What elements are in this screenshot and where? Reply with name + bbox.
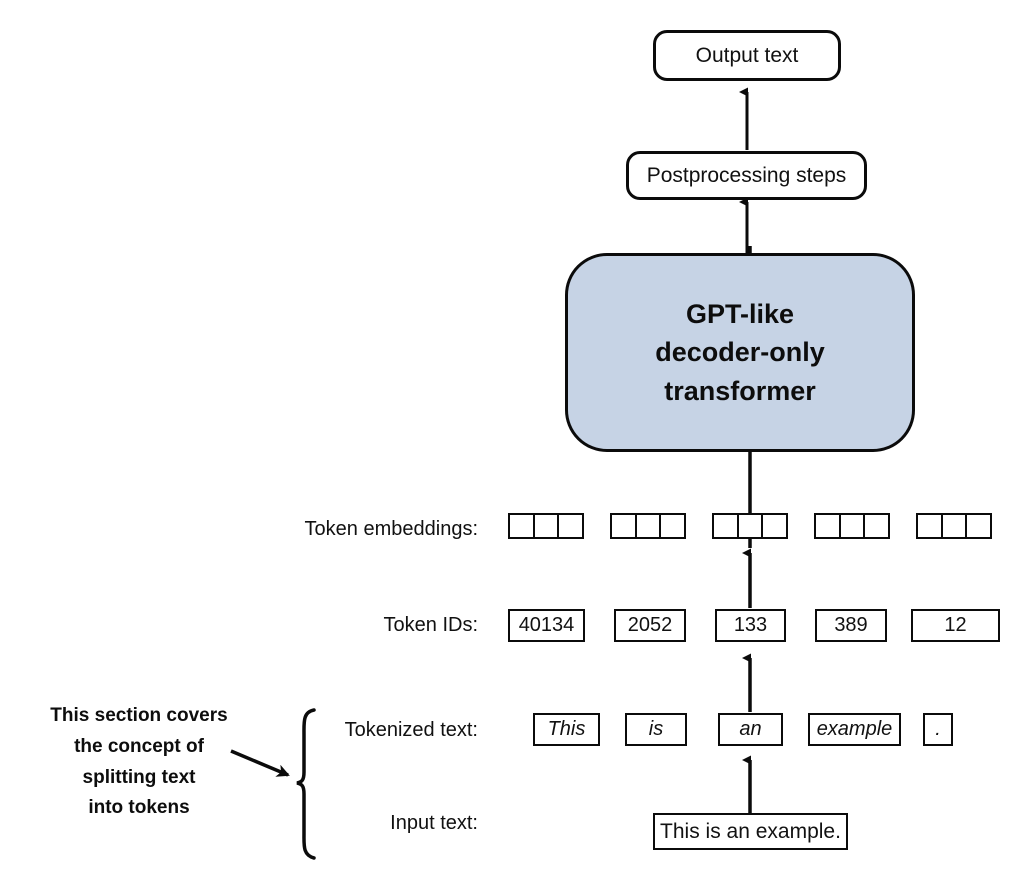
section-annotation: This section covers the concept of split… xyxy=(30,701,248,824)
token-embedding-group xyxy=(814,513,890,539)
token-embeddings-label: Token embeddings: xyxy=(304,518,478,540)
transformer-label-line-2: decoder-only xyxy=(655,337,825,368)
output-text-box: Output text xyxy=(653,30,841,81)
token-id-box: 12 xyxy=(911,609,1000,642)
token-id-value: 2052 xyxy=(627,614,673,636)
input-text-label: Input text: xyxy=(390,812,478,834)
annotation-line-2: the concept of xyxy=(74,735,204,757)
token-text-box: is xyxy=(625,713,687,746)
annotation-line-1: This section covers xyxy=(50,705,228,726)
input-text-value: This is an example. xyxy=(660,819,841,843)
token-id-box: 389 xyxy=(815,609,887,642)
token-text-box: example xyxy=(808,713,901,746)
tokenized-text-label: Tokenized text: xyxy=(344,719,478,741)
token-embedding-group xyxy=(916,513,992,539)
annotation-line-3: splitting text xyxy=(82,766,196,788)
transformer-label-line-3: transformer xyxy=(664,375,816,406)
embedding-cell xyxy=(508,513,535,539)
output-text-label: Output text xyxy=(695,43,799,67)
token-embedding-group xyxy=(508,513,584,539)
embedding-cell xyxy=(940,513,968,539)
transformer-label: GPT-like decoder-only transformer xyxy=(655,295,825,410)
gpt-transformer-box: GPT-like decoder-only transformer xyxy=(565,253,915,452)
token-text-value: . xyxy=(935,718,941,740)
token-text-value: is xyxy=(648,718,664,740)
embedding-cell xyxy=(814,513,841,539)
token-ids-label: Token IDs: xyxy=(383,614,478,636)
embedding-cell xyxy=(557,513,584,539)
token-text-value: example xyxy=(816,718,893,740)
embedding-cell xyxy=(863,513,890,539)
token-embedding-group xyxy=(610,513,686,539)
token-text-box: This xyxy=(533,713,600,746)
token-id-value: 133 xyxy=(733,614,768,636)
input-text-box: This is an example. xyxy=(653,813,848,850)
token-embedding-group xyxy=(712,513,788,539)
postprocessing-label: Postprocessing steps xyxy=(646,163,847,187)
embedding-cell xyxy=(965,513,992,539)
embedding-cell xyxy=(610,513,637,539)
token-id-value: 12 xyxy=(944,614,967,636)
embedding-cell xyxy=(761,513,788,539)
embedding-cell xyxy=(532,513,560,539)
embedding-cell xyxy=(838,513,866,539)
embedding-cell xyxy=(659,513,686,539)
embedding-cell xyxy=(634,513,662,539)
token-id-box: 2052 xyxy=(614,609,686,642)
token-id-value: 389 xyxy=(834,614,868,636)
transformer-label-line-1: GPT-like xyxy=(685,299,795,329)
token-text-box: an xyxy=(718,713,783,746)
token-id-box: 40134 xyxy=(508,609,585,642)
postprocessing-box: Postprocessing steps xyxy=(626,151,867,200)
embedding-cell xyxy=(712,513,739,539)
token-text-value: This xyxy=(547,718,586,740)
embedding-cell xyxy=(736,513,764,539)
token-id-box: 133 xyxy=(715,609,786,642)
token-text-box: . xyxy=(923,713,953,746)
token-text-value: an xyxy=(739,718,762,740)
embedding-cell xyxy=(916,513,943,539)
annotation-line-4: into tokens xyxy=(88,797,190,819)
token-id-value: 40134 xyxy=(518,614,575,636)
